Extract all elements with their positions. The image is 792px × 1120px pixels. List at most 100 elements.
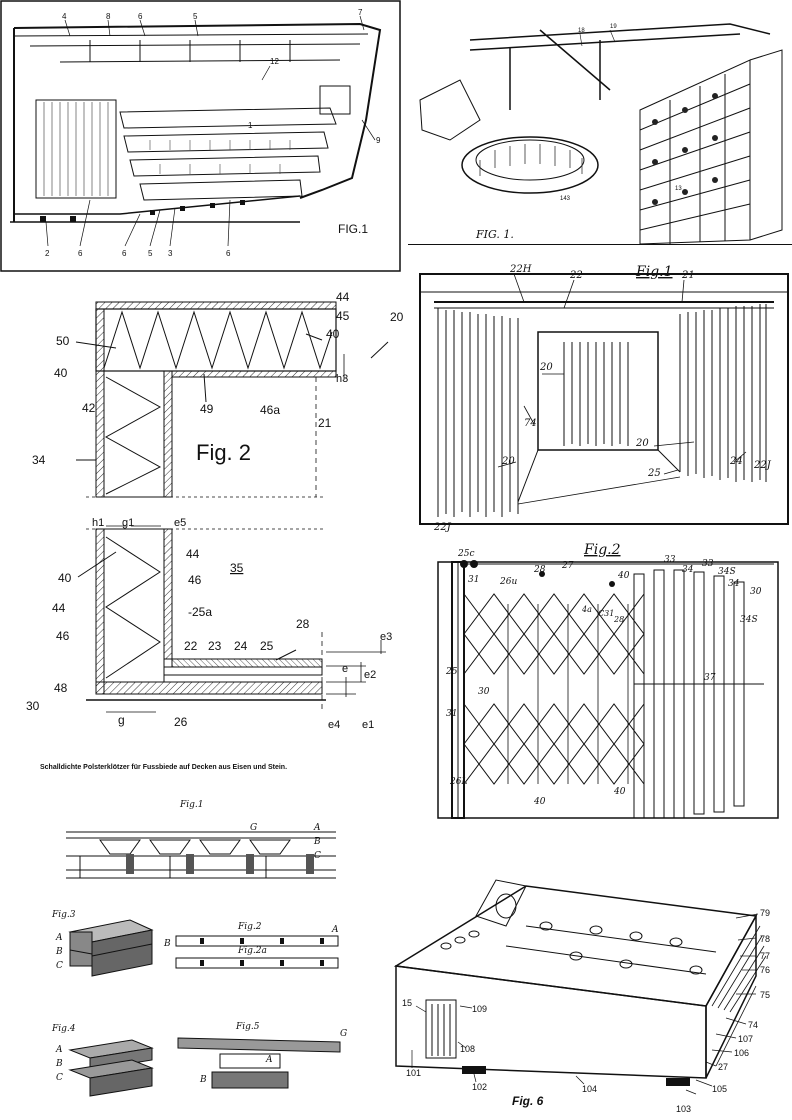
svg-text:34: 34: [728, 579, 740, 589]
svg-text:25c: 25c: [457, 549, 475, 559]
svg-text:45: 45: [336, 309, 350, 323]
figure-panel-perspective-interior: 18 19 143 13 FIG. 1.: [410, 0, 792, 250]
svg-text:27: 27: [718, 1062, 728, 1072]
svg-text:31: 31: [446, 709, 457, 719]
folding-doors-drawing: 22H 22 21 Fig.1 20 74 20 20 25 24 22J 22…: [414, 262, 792, 532]
fig3-label: Fig.3: [52, 910, 75, 920]
svg-text:24: 24: [729, 456, 743, 467]
svg-text:46a: 46a: [260, 403, 280, 417]
svg-text:6: 6: [122, 249, 127, 258]
svg-text:G: G: [250, 823, 257, 833]
svg-text:37: 37: [704, 673, 716, 683]
svg-text:23: 23: [208, 639, 222, 653]
fig4-label: Fig.4: [52, 1024, 75, 1034]
svg-text:g1: g1: [122, 517, 134, 529]
svg-text:74: 74: [524, 418, 537, 429]
svg-text:21: 21: [318, 416, 332, 430]
svg-text:9: 9: [376, 136, 381, 145]
svg-text:107: 107: [738, 1034, 753, 1044]
svg-text:27: 27: [561, 561, 574, 571]
svg-text:e1: e1: [362, 719, 374, 731]
svg-text:26u: 26u: [499, 577, 517, 587]
svg-text:46: 46: [188, 573, 202, 587]
svg-text:30: 30: [478, 687, 490, 697]
svg-text:C: C: [56, 1073, 63, 1083]
fig5-label: Fig.5: [236, 1022, 259, 1032]
svg-text:20: 20: [539, 362, 553, 373]
svg-text:4: 4: [62, 12, 67, 21]
svg-text:28: 28: [533, 565, 546, 575]
svg-text:Fig. 2: Fig. 2: [196, 440, 251, 465]
svg-text:30: 30: [750, 587, 762, 597]
svg-text:6: 6: [138, 12, 143, 21]
wall-section-drawing: 50 40 42 34 44 45 40 20 49 46a 21 h3 Fig…: [26, 282, 416, 734]
figure-panel-wall-section: 50 40 42 34 44 45 40 20 49 46a 21 h3 Fig…: [26, 282, 416, 734]
svg-text:78: 78: [760, 934, 770, 944]
svg-text:h3: h3: [336, 373, 348, 385]
svg-text:34S: 34S: [718, 567, 736, 577]
svg-text:25: 25: [260, 639, 274, 653]
svg-text:79: 79: [760, 908, 770, 918]
svg-text:40: 40: [326, 327, 340, 341]
svg-text:15: 15: [402, 998, 412, 1008]
svg-text:e4: e4: [328, 719, 340, 731]
svg-text:31: 31: [468, 575, 479, 585]
svg-text:C31: C31: [598, 609, 614, 618]
fig2a-label: Fig.2a: [238, 946, 267, 956]
svg-text:2: 2: [45, 249, 50, 258]
svg-text:28: 28: [613, 615, 624, 624]
svg-text:7: 7: [358, 8, 363, 17]
svg-text:12: 12: [270, 57, 279, 66]
svg-text:26: 26: [174, 715, 188, 729]
svg-text:B: B: [55, 1059, 63, 1069]
svg-text:44: 44: [186, 547, 200, 561]
svg-text:-25a: -25a: [188, 605, 212, 619]
svg-text:25: 25: [445, 667, 458, 677]
svg-text:34S: 34S: [740, 615, 758, 625]
svg-text:22H: 22H: [509, 264, 532, 275]
svg-text:18: 18: [578, 28, 585, 34]
svg-text:13: 13: [675, 186, 682, 192]
panel-divider: [408, 244, 792, 245]
folding-mechanism-drawing: 25c 31 26u 28 27 Fig.2 40 33 34 33 34S 3…: [434, 534, 792, 822]
perspective-interior-drawing: 18 19 143 13: [410, 0, 792, 250]
svg-text:e2: e2: [364, 669, 376, 681]
svg-text:105: 105: [712, 1084, 727, 1094]
svg-text:33: 33: [664, 555, 676, 565]
svg-text:103: 103: [676, 1104, 691, 1114]
svg-text:40: 40: [58, 571, 72, 585]
svg-text:20: 20: [390, 310, 404, 324]
svg-text:44: 44: [336, 290, 350, 304]
svg-text:40: 40: [613, 787, 626, 797]
svg-text:20: 20: [635, 438, 649, 449]
svg-text:109: 109: [472, 1004, 487, 1014]
svg-text:104: 104: [582, 1084, 597, 1094]
svg-text:Fig.1: Fig.1: [635, 264, 673, 280]
svg-text:75: 75: [760, 990, 770, 1000]
svg-text:20: 20: [501, 456, 515, 467]
svg-text:49: 49: [200, 402, 214, 416]
figure-caption: Fig. 6: [512, 1094, 543, 1108]
fig2-label: Fig.2: [238, 922, 261, 932]
cabinet-drawing: 79 78 77 76 75 74 107 106 27 105 103 104…: [376, 866, 792, 1116]
svg-text:42: 42: [82, 401, 96, 415]
svg-text:74: 74: [748, 1020, 758, 1030]
figure-panel-cabinet: 79 78 77 76 75 74 107 106 27 105 103 104…: [376, 866, 792, 1116]
sound-pads-drawing: A B C G A B C B A A B C G A B: [40, 760, 370, 1100]
svg-text:G: G: [340, 1029, 347, 1039]
svg-text:35: 35: [230, 561, 244, 575]
svg-text:19: 19: [610, 24, 617, 30]
svg-text:108: 108: [460, 1044, 475, 1054]
svg-text:102: 102: [472, 1082, 487, 1092]
svg-text:46: 46: [56, 629, 70, 643]
svg-text:34: 34: [682, 565, 694, 575]
svg-text:Fig.2: Fig.2: [583, 542, 621, 558]
svg-text:A: A: [313, 823, 321, 833]
figure-panel-folding-mechanism: 25c 31 26u 28 27 Fig.2 40 33 34 33 34S 3…: [434, 534, 792, 822]
svg-text:h1: h1: [92, 517, 104, 529]
svg-text:50: 50: [56, 334, 70, 348]
svg-text:28: 28: [296, 617, 310, 631]
svg-text:22: 22: [184, 639, 198, 653]
svg-text:A: A: [55, 1045, 63, 1055]
svg-text:C: C: [314, 851, 321, 861]
